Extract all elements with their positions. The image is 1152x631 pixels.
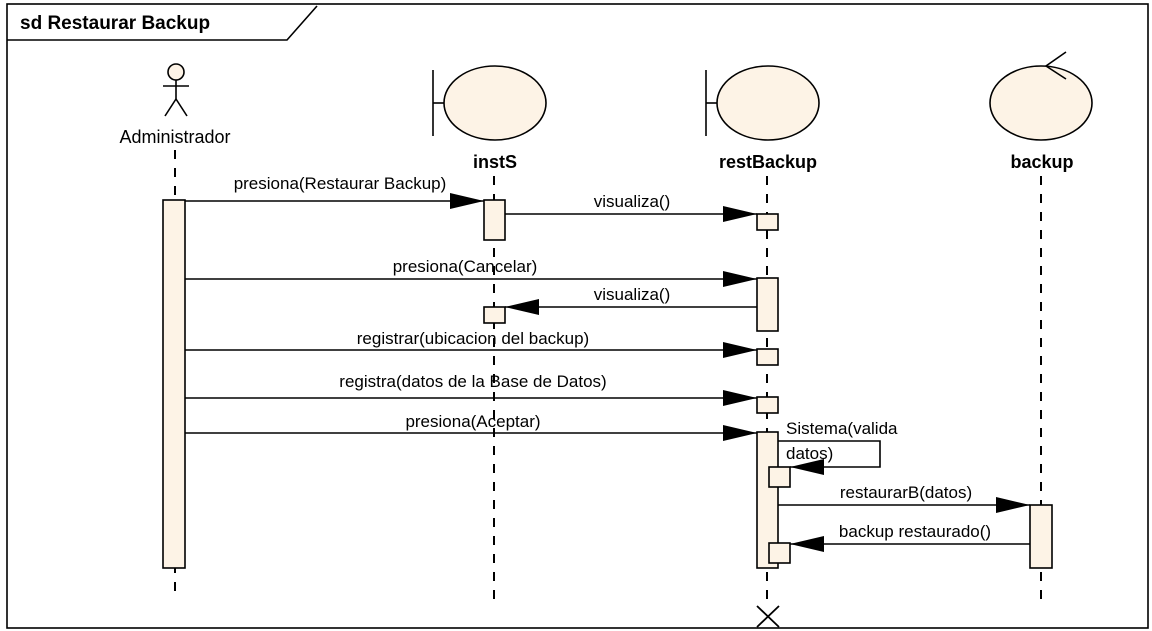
activation-instS-1 bbox=[483, 199, 506, 241]
frame-border bbox=[6, 3, 1149, 629]
control-icon bbox=[989, 51, 1093, 141]
activation-administrador bbox=[162, 199, 186, 569]
activation-restBackup-4 bbox=[756, 396, 779, 414]
activation-restBackup-2 bbox=[756, 277, 779, 332]
destroy-x-icon bbox=[756, 605, 780, 628]
activation-backup bbox=[1029, 504, 1053, 569]
activation-restBackup-nested-2 bbox=[768, 542, 791, 564]
message-label-8-line1: Sistema(valida bbox=[786, 419, 898, 438]
message-label-9: restaurarB(datos) bbox=[840, 483, 972, 502]
activation-restBackup-nested-1 bbox=[768, 466, 791, 488]
activation-restBackup-1 bbox=[756, 213, 779, 231]
message-label-10: backup restaurado() bbox=[839, 522, 991, 541]
message-label-6: registra(datos de la Base de Datos) bbox=[339, 372, 606, 391]
lifeline-head-backup: backup bbox=[989, 51, 1093, 172]
boundary-icon bbox=[705, 65, 820, 141]
message-label-3: presiona(Cancelar) bbox=[393, 257, 538, 276]
lifeline-head-instS: instS bbox=[432, 65, 547, 172]
activation-restBackup-3 bbox=[756, 348, 779, 366]
lifeline-name-backup: backup bbox=[1010, 152, 1073, 172]
lifeline-name-instS: instS bbox=[473, 152, 517, 172]
message-label-8-line2: datos) bbox=[786, 444, 833, 463]
message-label-4: visualiza() bbox=[594, 285, 671, 304]
message-label-7: presiona(Aceptar) bbox=[405, 412, 540, 431]
message-label-1: presiona(Restaurar Backup) bbox=[234, 174, 447, 193]
boundary-icon bbox=[432, 65, 547, 141]
activation-restBackup-5 bbox=[756, 431, 779, 569]
lifeline-head-restBackup: restBackup bbox=[705, 65, 820, 172]
actor-administrador: Administrador bbox=[119, 63, 231, 147]
frame-tab bbox=[7, 5, 318, 41]
stick-figure-icon bbox=[163, 63, 189, 117]
message-label-5: registrar(ubicacion del backup) bbox=[357, 329, 589, 348]
message-arrow-8 bbox=[778, 440, 881, 475]
frame-title: sd Restaurar Backup bbox=[20, 13, 210, 34]
lifeline-name-restBackup: restBackup bbox=[719, 152, 817, 172]
lifeline-name-administrador: Administrador bbox=[119, 127, 230, 147]
activation-instS-2 bbox=[483, 306, 506, 324]
message-label-2: visualiza() bbox=[594, 192, 671, 211]
